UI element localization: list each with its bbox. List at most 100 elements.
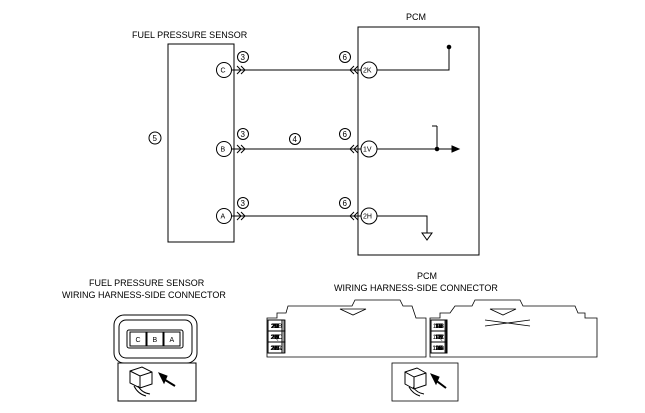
pcm-pin-label: 1D [435,324,443,330]
sensor-terminal-b [216,141,232,157]
pcm-pin-label: 2Z [272,335,279,341]
pcm-right-pin-grid: 1AB1Y1V1S1P1M1J1G1D1A1AC1Z1W1T1Q1N1K1H1E… [430,319,448,354]
pcm-pin-label: 2D [271,324,279,330]
pcm-pin-cell [430,341,447,354]
sensor-body-callout-label: 5 [153,134,158,143]
pcm-pin-label: 1P [435,324,442,330]
connector-view-icon [129,366,176,397]
pcm-pin-label: 2X [271,346,278,352]
ground-icon [421,232,433,241]
pcm-pin-label: 2Y [272,324,279,330]
pcm-pin-label: 2S [271,324,278,330]
pcm-pin-label: 2H [271,335,279,341]
pcm-pin-label: 2M [271,324,279,330]
pcm-pin-label: 1AA [432,346,443,352]
chevron-icon [349,211,359,221]
pcm-pin-label: 1M [435,324,443,330]
pcm-pin-label: 2AA [270,346,281,352]
pcm-pin-label: 1Y [434,324,441,330]
pcm-pin-label: 1Z [434,335,441,341]
pcm-title: PCM [406,12,426,22]
sensor-box [167,43,235,243]
pcm-pin-label: 1A [435,324,442,330]
connector-view-icon [404,367,447,397]
pcm-internal-1v-branch [432,125,438,149]
sensor-connector: FUEL PRESSURE SENSOR WIRING HARNESS-SIDE… [62,278,226,402]
sensor-pin-c [129,331,147,347]
sensor-pin-a [163,331,181,347]
pcm-pin-label: 1O [435,346,443,352]
sensor-terminal-a [216,208,232,224]
pcm-pin-label: 2Q [271,335,279,341]
pcm-terminal-2k-label: 2K [363,68,372,75]
pcm-connector: PCM WIRING HARNESS-SIDE CONNECTOR 2AB2Y2… [266,271,598,402]
pcm-pin-label: 2O [271,346,279,352]
arrow-right-icon [451,145,461,153]
pcm-pin-label: 1B [435,335,442,341]
pcm-pin-label: 1N [435,335,443,341]
latch [489,308,517,316]
wire-callout-middle-label: 4 [293,135,298,144]
pcm-pin-label: 2A [271,324,278,330]
pcm-pin-label: 2J [272,324,278,330]
pcm-pin-label: 2U [271,346,279,352]
chevron-icon [349,65,359,75]
pcm-pin-label: 1AC [433,335,445,341]
sensor-connector-title-1: FUEL PRESSURE SENSOR [89,278,205,288]
view-indicator-box [117,362,197,402]
pcm-pin-label: 1I [436,346,441,352]
pcm-pin-label: 2G [271,324,279,330]
pcm-pin-label: 1J [436,324,442,330]
chevron-icon [236,65,246,75]
pcm-pin-label: 1S [435,324,442,330]
pcm-internal-2h [377,215,428,233]
wire-callout-label: 6 [343,53,348,62]
wire-callout-label: 3 [241,130,246,139]
wire-callout-label: 6 [343,199,348,208]
sensor-pin-a-label: A [170,337,175,344]
pcm-left-block-outline [266,299,427,358]
pcm-pin-label: 2AC [271,335,283,341]
pcm-pin-label: 2L [272,346,279,352]
wire-callout-middle [289,133,301,145]
wire-callout [339,197,351,209]
pcm-terminal-1v-label: 1V [363,147,372,154]
pcm-pin-label: 2P [271,324,278,330]
wire-callout [237,128,249,140]
pcm-box [357,26,480,256]
pcm-connector-title-1: PCM [417,271,437,281]
pcm-left-pin-grid: 2AB2Y2V2S2P2M2J2G2D2A2AC2Z2W2T2Q2N2K2H2E… [267,319,286,354]
pcm-pin-cell [267,341,283,354]
sensor-title: FUEL PRESSURE SENSOR [132,30,248,40]
pcm-pin-label: 2K [271,335,278,341]
pcm-pin-label: 1E [435,335,442,341]
sensor-terminal-b-label: B [221,147,226,154]
pcm-connector-title-2: WIRING HARNESS-SIDE CONNECTOR [334,283,498,293]
sensor-connector-title-2: WIRING HARNESS-SIDE CONNECTOR [62,290,226,300]
pcm-pin-label: 2I [272,346,277,352]
pcm-pin-label: 2AD [271,346,283,352]
pcm-pin-label: 1W [435,335,444,341]
pcm-pin-label: 1V [435,324,442,330]
pcm-pin-label: 2AB [271,324,282,330]
chevron-icon [236,211,246,221]
pcm-pin-label: 1F [435,346,442,352]
pcm-pin-label: 2T [271,335,278,341]
sensor-terminal-a-label: A [221,214,226,221]
chevron-icon [236,144,246,154]
pcm-pin-label: 1H [435,335,443,341]
sensor-connector-inner [118,319,193,359]
sensor-pin-c-label: C [136,337,141,344]
pcm-pin-label: 1G [435,324,443,330]
wire-callout [237,51,249,63]
junction-dot [434,146,440,152]
pcm-right-block-outline [429,299,598,358]
sensor-connector-housing [126,329,184,349]
latch [339,308,367,316]
pcm-pin-label: 1K [435,335,442,341]
wire-callout-label: 6 [343,130,348,139]
sensor-pin-b [146,331,164,347]
pcm-pin-label: 1U [435,346,443,352]
wire-callout [237,197,249,209]
